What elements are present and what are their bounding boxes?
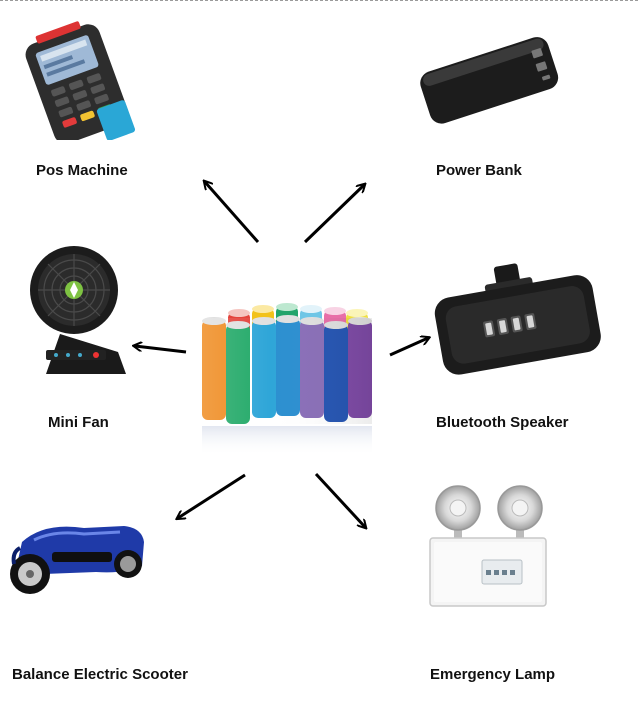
power-bank-item (412, 26, 562, 134)
label-emergency-lamp: Emergency Lamp (430, 666, 556, 683)
bluetooth-speaker-item (430, 256, 604, 392)
label-bluetooth-speaker: Bluetooth Speaker (436, 414, 569, 431)
arrow-to-power-bank (303, 185, 364, 244)
label-pos-machine: Pos Machine (36, 162, 128, 179)
arrow-to-emergency-lamp (314, 472, 365, 527)
arrow-to-mini-fan (135, 346, 187, 354)
emergency-lamp-icon (429, 485, 547, 607)
label-balance-scooter: Balance Electric Scooter (12, 666, 188, 683)
mini-fan-icon (30, 246, 126, 374)
bluetooth-speaker-icon (434, 263, 601, 375)
pos-machine-item (14, 18, 144, 140)
top-border (0, 0, 638, 1)
arrow-to-bluetooth-speaker (389, 338, 428, 357)
pos-machine-icon (25, 21, 136, 140)
mini-fan-item (26, 224, 136, 382)
balance-scooter-item (4, 512, 150, 598)
lithium-battery-cells-icon (202, 303, 372, 456)
label-power-bank: Power Bank (436, 162, 522, 179)
battery-cells (190, 300, 390, 460)
arrow-to-pos-machine (205, 182, 260, 243)
label-mini-fan: Mini Fan (48, 414, 109, 431)
power-bank-icon (420, 37, 559, 124)
arrow-to-balance-scooter (178, 473, 246, 518)
emergency-lamp-item (424, 484, 550, 610)
balance-scooter-icon (10, 526, 144, 594)
